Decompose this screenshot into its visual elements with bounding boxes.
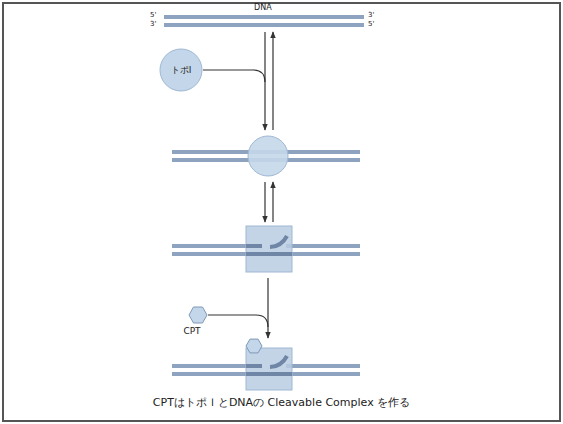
drug-hexagon: CPT [188, 306, 208, 324]
cpt-molecule [246, 339, 262, 353]
enzyme-circle: トポI [159, 48, 203, 92]
strand-end-label: 5' [368, 20, 374, 28]
hexagon-outline [188, 306, 208, 324]
topo-enzyme-complex [246, 348, 292, 390]
molecule-label: DNA [254, 3, 272, 12]
caption: CPTはトポＩとDNAの Cleavable Complex を作る [0, 397, 563, 410]
slide-frame [3, 3, 560, 421]
dna-strand [246, 252, 292, 256]
topo-enzyme [248, 136, 288, 176]
cleaved-strand [270, 356, 287, 367]
dna-strand [246, 364, 262, 368]
enzyme-circle-shape [160, 49, 202, 91]
up-arrow [272, 182, 273, 222]
up-arrow [272, 32, 273, 130]
dna-strand [246, 244, 262, 248]
enzyme-name: トポI [171, 65, 192, 75]
hexagon-shape [189, 307, 207, 323]
dna-strands [164, 17, 364, 25]
join-line [208, 315, 268, 327]
strand-end-label: 5' [150, 11, 156, 19]
strand-end-label: 3' [150, 20, 156, 28]
drug-name: CPT [183, 326, 200, 336]
topo-enzyme-complex [246, 226, 292, 272]
strand-end-label: 3' [368, 11, 374, 19]
dna-strand [246, 372, 292, 376]
down-arrow [264, 182, 265, 222]
cleaved-strand [270, 236, 287, 247]
join-line [203, 70, 265, 82]
down-arrow [267, 278, 268, 338]
